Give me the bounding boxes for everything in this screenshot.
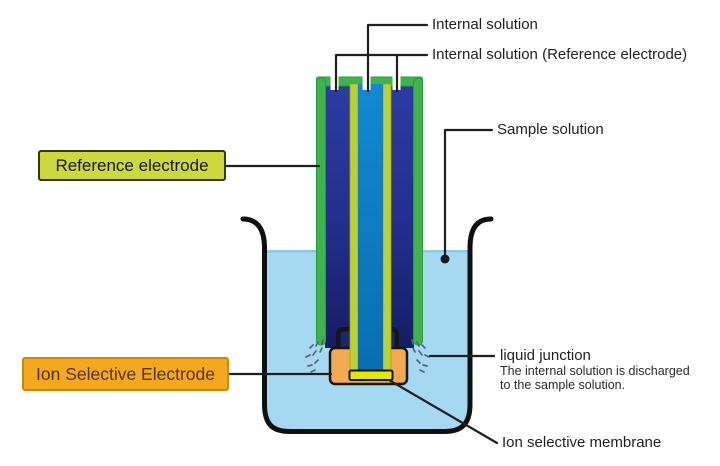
label-liquid-junction-note-2: to the sample solution. [500, 378, 626, 392]
inner-tube-left-wall [349, 83, 359, 373]
outer-tube-left-wall [316, 77, 326, 346]
label-ion-selective-membrane: Ion selective membrane [502, 434, 662, 451]
outer-tube-right-wall [413, 77, 423, 346]
label-liquid-junction-note-1: The internal solution is discharged [500, 364, 690, 378]
ion-selective-electrode-label: Ion Selective Electrode [36, 363, 215, 384]
ion-selective-membrane-shape [348, 369, 394, 381]
leader-ion-selective-membrane [387, 378, 499, 445]
beaker-outline [240, 216, 494, 434]
leader-internal-solution [366, 23, 429, 93]
label-internal-solution: Internal solution [432, 16, 538, 33]
label-sample-solution: Sample solution [497, 121, 604, 138]
lead-notch-center [362, 73, 371, 90]
reference-electrode-label: Reference electrode [55, 155, 209, 175]
reference-electrode-label-box: Reference electrode [38, 150, 226, 181]
ise-internal-solution [358, 84, 383, 371]
ion-selective-electrode-label-box: Ion Selective Electrode [22, 357, 229, 391]
label-liquid-junction: liquid junction [500, 347, 591, 364]
electrode-assembly [316, 73, 423, 386]
inner-tube-right-wall [382, 83, 392, 373]
sample-solution-dot [440, 254, 450, 264]
liquid-junction-dashes-right [411, 339, 430, 373]
liquid-junction-dashes-left [305, 339, 324, 373]
lead-notch-left [330, 73, 339, 90]
label-internal-solution-reference: Internal solution (Reference electrode) [432, 46, 688, 63]
leader-sample-solution [443, 128, 494, 257]
